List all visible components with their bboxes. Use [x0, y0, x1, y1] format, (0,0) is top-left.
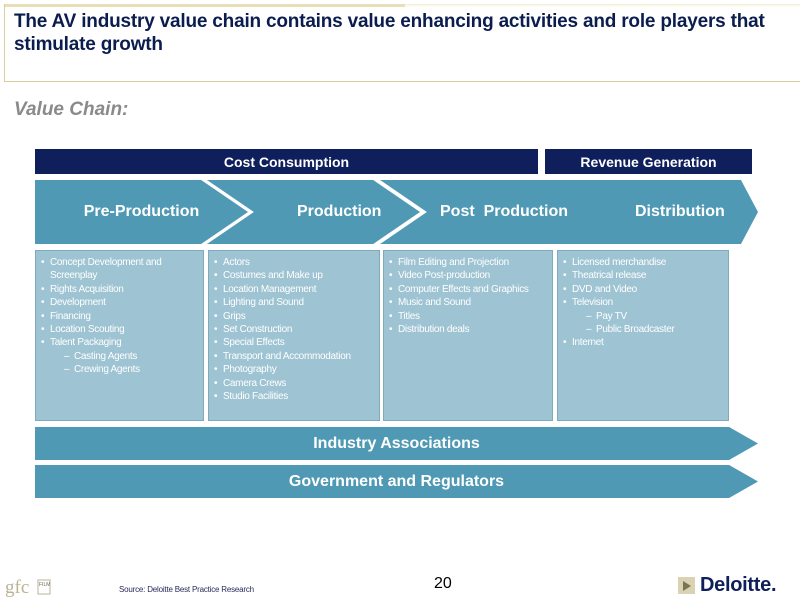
activity-subitem: Public Broadcaster — [562, 323, 724, 337]
activity-item: Transport and Accommodation — [213, 350, 375, 364]
activity-item: Distribution deals — [388, 323, 548, 337]
deloitte-logo: Deloitte. — [700, 574, 777, 596]
stage-chevron-distribution: Distribution — [545, 180, 758, 244]
activity-item: Music and Sound — [388, 296, 548, 310]
activity-item: Talent Packaging — [40, 336, 199, 350]
activity-item: Licensed merchandise — [562, 256, 724, 270]
industry-associations-bar: Industry Associations — [35, 427, 758, 460]
svg-text:FILM: FILM — [39, 582, 50, 588]
activity-item: Costumes and Make up — [213, 269, 375, 283]
activity-item: Location Scouting — [40, 323, 199, 337]
activity-item: Computer Effects and Graphics — [388, 283, 548, 297]
stage-label: Pre-Production — [83, 203, 200, 220]
activity-item: Television — [562, 296, 724, 310]
activity-item: Theatrical release — [562, 269, 724, 283]
activity-item: Actors — [213, 256, 375, 270]
distribution-activities: Licensed merchandiseTheatrical releaseDV… — [557, 250, 729, 421]
activity-subitem: Casting Agents — [40, 350, 199, 364]
activity-item: Film Editing and Projection — [388, 256, 548, 270]
activity-item: Internet — [562, 336, 724, 350]
activity-item: Set Construction — [213, 323, 375, 337]
activity-item: Rights Acquisition — [40, 283, 199, 297]
play-icon — [678, 577, 695, 594]
stage-label: Post Production — [440, 203, 568, 220]
section-subtitle: Value Chain: — [14, 99, 129, 120]
activity-item: Grips — [213, 310, 375, 324]
activity-item: Financing — [40, 310, 199, 324]
activity-item: Concept Development and Screenplay — [40, 256, 199, 283]
gfc-logo: gfc FILM — [5, 577, 51, 598]
stage-label: Distribution — [635, 203, 725, 220]
source-note: Source: Deloitte Best Practice Research — [119, 585, 254, 594]
pre-production-activities: Concept Development and ScreenplayRights… — [35, 250, 204, 421]
page-number: 20 — [434, 575, 452, 592]
activity-item: Development — [40, 296, 199, 310]
svg-text:gfc: gfc — [5, 577, 29, 598]
activity-subitem: Crewing Agents — [40, 363, 199, 377]
activity-item: DVD and Video — [562, 283, 724, 297]
stage-chevron-pre-production: Pre-Production — [35, 180, 248, 244]
activity-item: Location Management — [213, 283, 375, 297]
activity-item: Photography — [213, 363, 375, 377]
title-box — [4, 4, 800, 82]
government-regulators-bar: Government and Regulators — [35, 465, 758, 498]
activity-item: Camera Crews — [213, 377, 375, 391]
production-activities: ActorsCostumes and Make upLocation Manag… — [208, 250, 380, 421]
post-production-activities: Film Editing and ProjectionVideo Post-pr… — [383, 250, 553, 421]
revenue-generation-banner: Revenue Generation — [545, 149, 752, 174]
activity-subitem: Pay TV — [562, 310, 724, 324]
activity-item: Lighting and Sound — [213, 296, 375, 310]
activity-item: Video Post-production — [388, 269, 548, 283]
title-accent-line — [5, 4, 405, 7]
slide-title: The AV industry value chain contains val… — [14, 11, 765, 55]
activity-item: Special Effects — [213, 336, 375, 350]
cost-consumption-banner: Cost Consumption — [35, 149, 538, 174]
activity-item: Titles — [388, 310, 548, 324]
stage-label: Production — [297, 203, 382, 220]
activity-item: Studio Facilities — [213, 390, 375, 404]
